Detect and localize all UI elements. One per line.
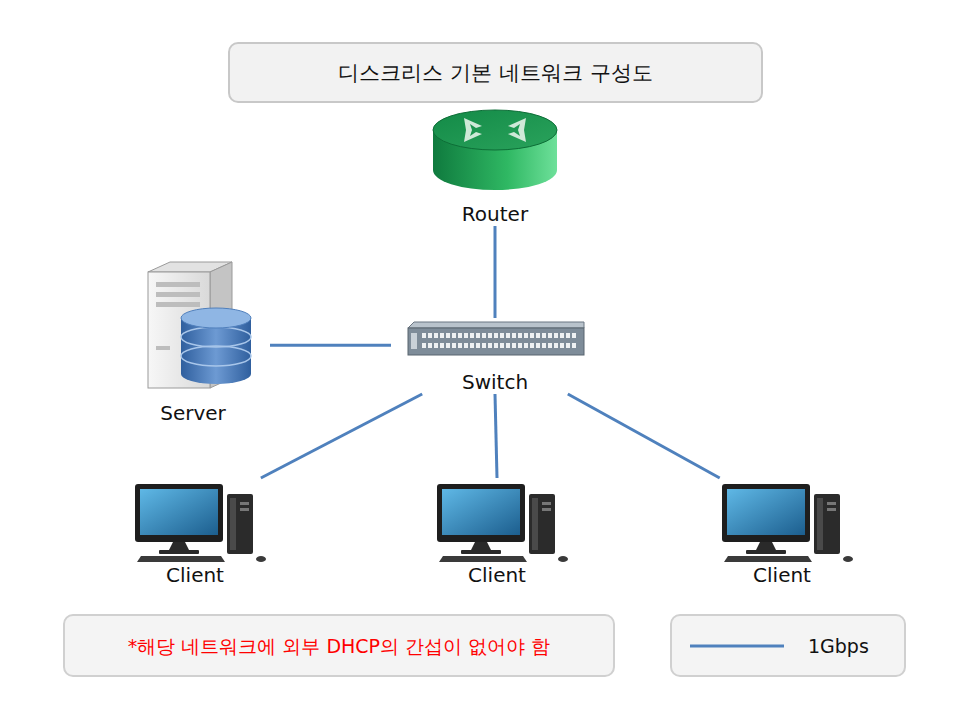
client-icon: [437, 484, 568, 562]
server-node: Server: [116, 262, 270, 425]
client-node: Client: [106, 478, 284, 587]
node-label: Client: [693, 563, 871, 587]
legend-row: 1Gbps: [688, 616, 869, 675]
node-label: Router: [416, 202, 574, 226]
switch-node: Switch: [391, 318, 599, 394]
client-icon: [135, 484, 266, 562]
network-link: [494, 226, 497, 318]
network-link: [495, 394, 497, 478]
router-icon: [433, 110, 557, 190]
legend-box: 1Gbps: [670, 614, 906, 677]
switch-icon: [408, 322, 584, 355]
client-icon: [722, 484, 853, 562]
title-box: 디스크리스 기본 네트워크 구성도: [228, 42, 763, 103]
node-label: Switch: [391, 370, 599, 394]
client-node: Client: [408, 478, 586, 587]
node-label: Client: [408, 563, 586, 587]
legend-swatch: [688, 641, 786, 651]
node-label: Client: [106, 563, 284, 587]
client-node: Client: [693, 478, 871, 587]
title-text: 디스크리스 기본 네트워크 구성도: [338, 59, 652, 87]
network-link: [568, 394, 720, 478]
network-link: [261, 394, 422, 478]
network-link: [270, 344, 391, 347]
node-label: Server: [116, 401, 270, 425]
note-box: *해당 네트워크에 외부 DHCP의 간섭이 없어야 함: [63, 614, 615, 677]
note-text: *해당 네트워크에 외부 DHCP의 간섭이 없어야 함: [128, 634, 550, 658]
router-node: Router: [416, 110, 574, 226]
legend-text: 1Gbps: [808, 635, 869, 657]
server-icon: [148, 262, 251, 388]
